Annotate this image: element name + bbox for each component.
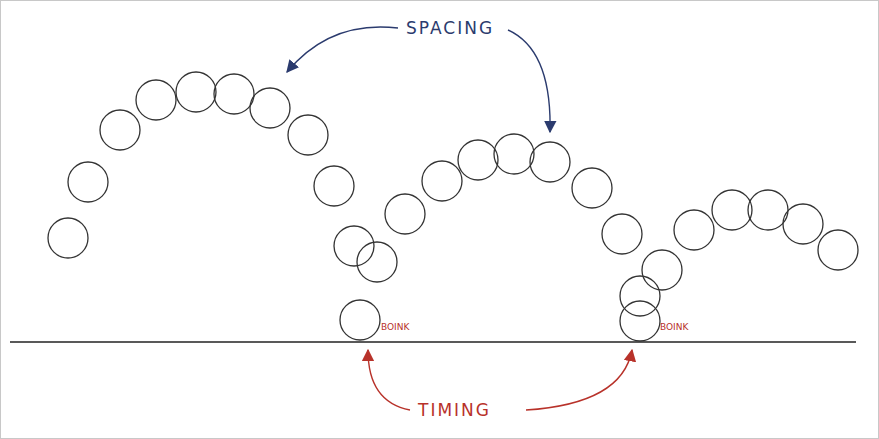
spacing-arrow [508,30,550,132]
sound-label: BOINK [660,323,688,332]
annotation-label: TIMING [418,402,491,419]
annotation-label: SPACING [406,20,494,37]
spacing-arrow [287,27,398,72]
sound-label: BOINK [381,323,409,332]
ball-frames [48,72,858,341]
timing-arrow [526,350,632,410]
timing-arrow [368,350,410,410]
ground-line [10,341,856,342]
leader-arrows [287,27,632,410]
